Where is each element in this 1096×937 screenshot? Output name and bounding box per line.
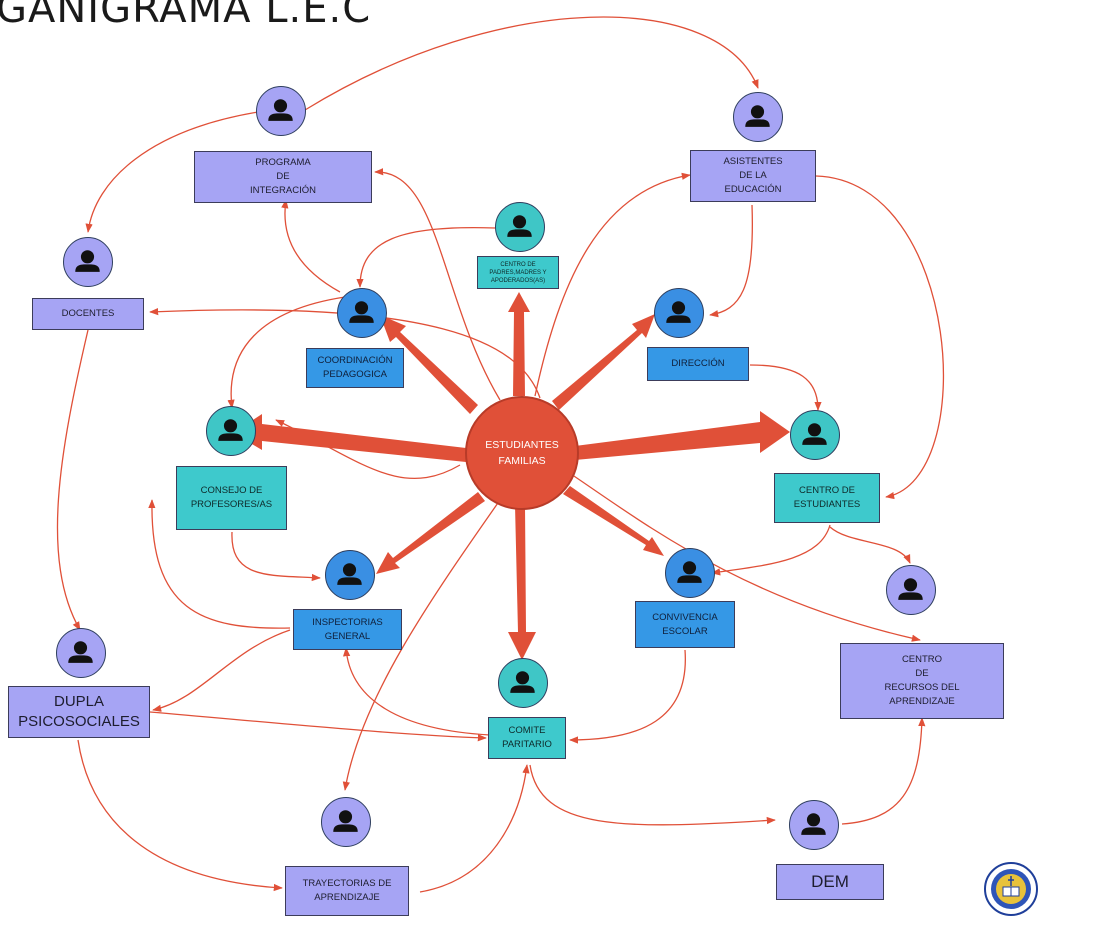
radial-arrow [552, 314, 655, 410]
centro-estudiantes-box: CENTRO DE ESTUDIANTES [774, 473, 880, 523]
person-icon [665, 548, 715, 598]
dem-box: DEM [776, 864, 884, 900]
person-icon [733, 92, 783, 142]
person-icon [337, 288, 387, 338]
person-glyph [745, 105, 770, 127]
person-icon [206, 406, 256, 456]
connector [304, 16, 759, 111]
docentes-box: DOCENTES [32, 298, 144, 330]
diagram-title: GANIGRAMA L.E.C [0, 0, 372, 32]
person-icon [498, 658, 548, 708]
school-seal-icon [984, 862, 1038, 916]
person-icon [495, 202, 545, 252]
connector [149, 711, 487, 742]
person-icon [790, 410, 840, 460]
person-icon [789, 800, 839, 850]
connector [711, 524, 831, 576]
person-icon [321, 797, 371, 847]
direccion-box: DIRECCIÓN [647, 347, 749, 381]
connector [149, 308, 541, 399]
radial-arrow [508, 292, 530, 396]
center-node: ESTUDIANTES FAMILIAS [465, 396, 579, 510]
person-glyph [268, 99, 293, 121]
connector [152, 629, 291, 712]
person-glyph [666, 301, 691, 323]
comite-paritario-box: COMITE PARITARIO [488, 717, 566, 759]
person-glyph [68, 641, 93, 663]
connector [829, 526, 911, 564]
person-glyph [333, 810, 358, 832]
thin-connectors [56, 16, 945, 893]
connector [148, 499, 291, 629]
connector [419, 764, 530, 893]
person-glyph [510, 671, 535, 693]
radial-arrow [563, 486, 664, 556]
inspectorias-general-box: INSPECTORIAS GENERAL [293, 609, 402, 650]
radial-arrow [575, 411, 790, 460]
connector [77, 739, 283, 892]
person-glyph [898, 578, 923, 600]
person-icon [56, 628, 106, 678]
connector [709, 204, 754, 318]
convivencia-escolar-box: CONVIVENCIA ESCOLAR [635, 601, 735, 648]
person-glyph [349, 301, 374, 323]
person-icon [654, 288, 704, 338]
person-glyph [75, 250, 100, 272]
radial-arrow [376, 492, 485, 574]
centro-recursos-box: CENTRO DE RECURSOS DEL APRENDIZAJE [840, 643, 1004, 719]
person-glyph [802, 423, 827, 445]
person-icon [886, 565, 936, 615]
radial-arrow [233, 414, 466, 462]
dupla-psicosociales-box: DUPLA PSICOSOCIALES [8, 686, 150, 738]
connector [841, 717, 926, 825]
centro-padres-box: CENTRO DE PADRES,MADRES Y APODERADOS(AS) [477, 256, 559, 289]
radial-arrows [233, 292, 790, 660]
connector [374, 168, 501, 401]
connector [815, 175, 945, 500]
connector [749, 364, 822, 411]
connector [85, 111, 259, 233]
connector [231, 531, 321, 582]
radial-arrow [508, 505, 536, 660]
connector [56, 329, 89, 631]
programa-integracion-box: PROGRAMA DE INTEGRACIÓN [194, 151, 372, 203]
connector [529, 764, 776, 826]
person-glyph [337, 563, 362, 585]
person-icon [325, 550, 375, 600]
consejo-profesores-box: CONSEJO DE PROFESORES/AS [176, 466, 287, 530]
person-icon [256, 86, 306, 136]
connector [227, 296, 346, 409]
connector [534, 172, 691, 397]
person-icon [63, 237, 113, 287]
connector [569, 649, 686, 744]
person-glyph [677, 561, 702, 583]
radial-arrow [380, 315, 478, 414]
coordinacion-pedagogica-box: COORDINACIÓN PEDAGOGICA [306, 348, 404, 388]
connector [356, 226, 496, 288]
person-glyph [218, 419, 243, 441]
asistentes-educacion-box: ASISTENTES DE LA EDUCACIÓN [690, 150, 816, 202]
trayectorias-aprendizaje-box: TRAYECTORIAS DE APRENDIZAJE [285, 866, 409, 916]
person-glyph [507, 215, 532, 237]
connector [281, 199, 341, 293]
connector [343, 647, 491, 736]
person-glyph [801, 813, 826, 835]
